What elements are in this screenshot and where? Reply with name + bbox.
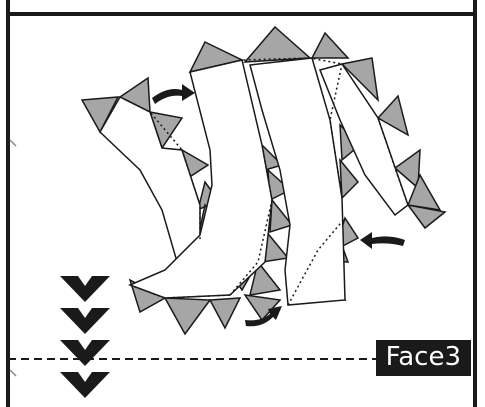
chevron-down-icon (60, 372, 110, 398)
curved-arrow-icon (360, 232, 405, 249)
arrows (152, 84, 405, 327)
strip-center (127, 59, 273, 299)
chevron-down-icon (60, 308, 110, 334)
flap-triangles (80, 25, 447, 336)
chevron-down-icon (60, 340, 110, 366)
frame (6, 0, 477, 407)
curved-arrow-icon (152, 84, 195, 104)
strip-left (99, 96, 201, 274)
chevron-down-icon (60, 276, 110, 302)
strip-far-right (318, 63, 409, 217)
paper-strips (99, 57, 409, 306)
curved-arrow-icon (245, 306, 282, 327)
face-label: Face3 (375, 340, 471, 376)
down-chevrons (60, 276, 110, 398)
side-tick-marks (9, 139, 17, 377)
fold-lines (119, 57, 409, 306)
